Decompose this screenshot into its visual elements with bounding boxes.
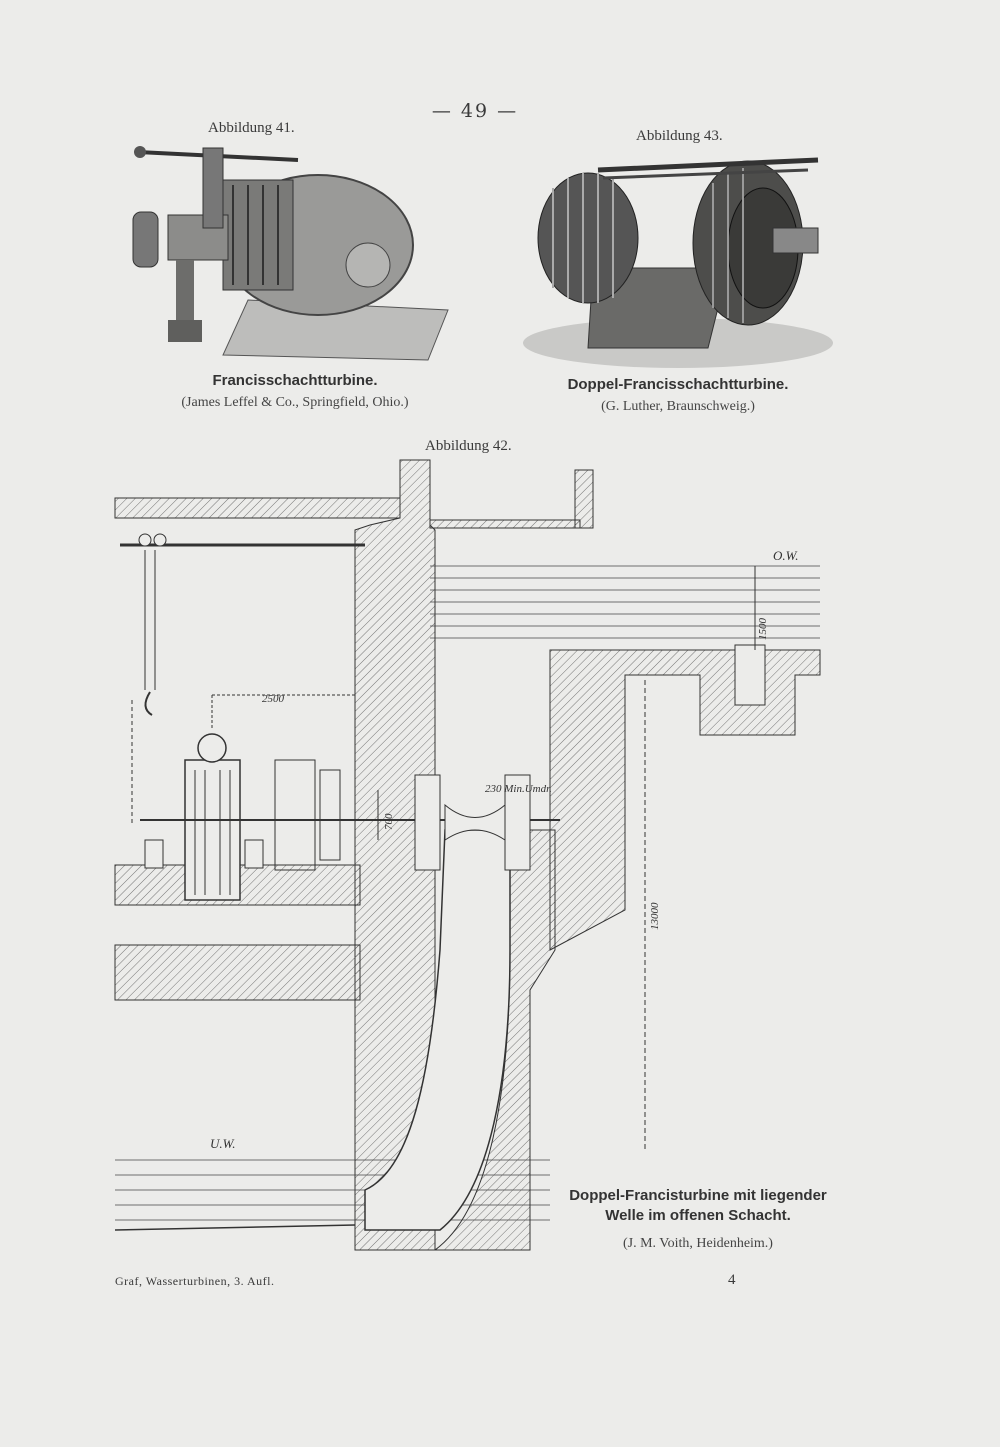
runner-left [414,774,441,871]
dimension-700: 700 [383,813,395,830]
footer-book-title: Graf, Wasserturbinen, 3. Aufl. [115,1274,275,1288]
footer-signature: 4 [728,1272,736,1288]
figure-42-technical-drawing: 2500 1500 700 13000 230 Min.Umdr. O.W. U… [114,459,821,1251]
draft-tube [364,829,511,1231]
figure-43-title: Doppel-Francisschachtturbine. [567,376,789,393]
figure-42-title-line1: Doppel-Francisturbine mit liegender [569,1187,827,1204]
machine-floor [114,944,361,1001]
figure-43-label: Abbildung 43. [636,128,723,144]
central-wall [354,459,436,1251]
rpm-label: 230 Min.Umdr. [485,783,552,795]
ceiling-slab [114,497,401,519]
generator [184,759,241,901]
figure-42-credit: (J. M. Voith, Heidenheim.) [623,1236,773,1251]
figure-42-title: Doppel-Francisturbine mit liegender Well… [548,1186,848,1226]
figure-42-label: Abbildung 42. [425,438,512,454]
dimension-2500: 2500 [262,693,285,705]
dimension-1500: 1500 [757,618,769,641]
dimension-13000: 13000 [649,902,661,930]
figure-42-title-line2: Welle im offenen Schacht. [605,1207,791,1224]
figure-41-illustration [128,140,458,365]
upper-water-label: O.W. [773,548,799,563]
page-number: — 49 — [431,100,519,122]
headrace-bed [549,649,821,951]
figure-41-label: Abbildung 41. [208,120,295,136]
tail-water-label: U.W. [210,1136,236,1151]
figure-41-title: Francisschachtturbine. [212,372,378,389]
figure-43-credit: (G. Luther, Braunschweig.) [601,399,755,414]
figure-41-credit: (James Leffel & Co., Springfield, Ohio.) [181,395,409,410]
figure-43-illustration [518,148,833,368]
